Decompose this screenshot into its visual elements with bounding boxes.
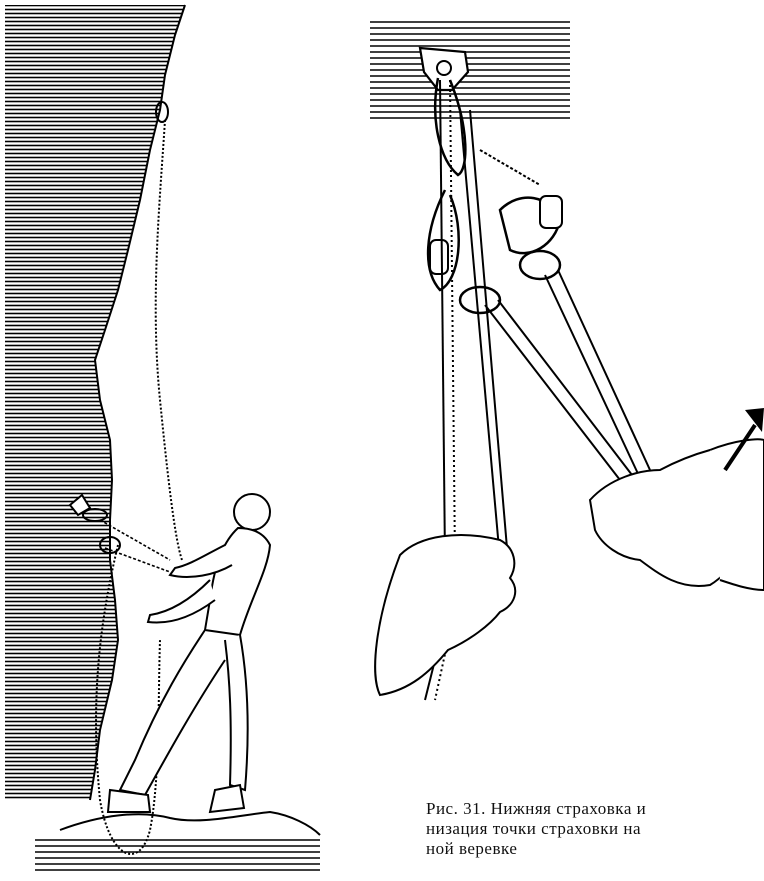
rock-block-hatching	[370, 22, 570, 118]
carabiner-gate	[430, 240, 448, 274]
caption-line-1: Рис. 31. Нижняя страховка и	[426, 799, 764, 819]
carabiner-chain-icon	[428, 78, 560, 313]
climber-figure	[108, 494, 270, 812]
lower-hand	[375, 535, 515, 695]
climbing-rope	[156, 120, 182, 560]
caption-line-3: ной веревке	[426, 839, 764, 859]
caption-line-2: низация точки страховки на	[426, 819, 764, 839]
belay-climber-illustration	[0, 0, 340, 881]
ground-hatching	[35, 840, 320, 870]
carabiner-gate-2	[540, 196, 562, 228]
figure-caption: Рис. 31. Нижняя страховка и низация точк…	[426, 799, 764, 859]
anchor-closeup-illustration	[340, 0, 764, 740]
rock-ledge-ground	[60, 812, 320, 835]
